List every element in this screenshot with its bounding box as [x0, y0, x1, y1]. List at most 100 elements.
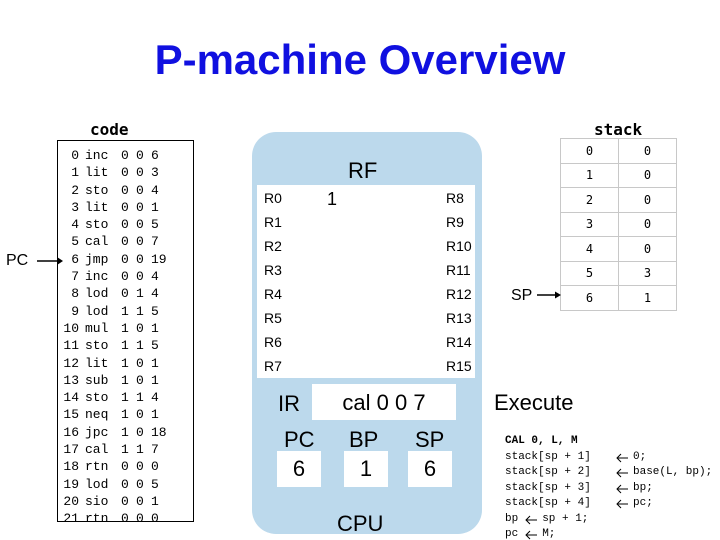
code-index: 5	[71, 234, 79, 250]
code-flag: 0	[121, 286, 129, 302]
execute-target: stack[sp + 2]	[505, 466, 591, 478]
code-index: 9	[71, 303, 79, 319]
left-arrow-icon	[616, 499, 628, 509]
code-opcode: mul	[85, 320, 109, 336]
code-modifier: 1	[151, 199, 159, 215]
code-modifier: 5	[151, 217, 159, 233]
code-modifier: 1	[151, 320, 159, 336]
code-modifier: 7	[151, 234, 159, 250]
code-flag: 1	[121, 320, 129, 336]
register-r15: R15	[446, 358, 472, 374]
code-opcode: sto	[85, 390, 109, 406]
code-flag: 0	[121, 511, 129, 527]
code-flag: 0	[121, 182, 129, 198]
code-modifier: 1	[151, 355, 159, 371]
code-flag: 0	[121, 199, 129, 215]
code-index: 20	[63, 493, 79, 509]
code-index: 19	[63, 476, 79, 492]
pc-register-label: PC	[284, 427, 315, 452]
execute-step: stack[sp + 4]pc;	[505, 496, 712, 512]
code-index: 6	[71, 251, 79, 267]
code-level: 0	[136, 407, 144, 423]
execute-target: stack[sp + 1]	[505, 450, 591, 463]
code-modifier: 5	[151, 476, 159, 492]
pc-pointer-label: PC	[6, 252, 29, 269]
code-index: 12	[63, 355, 79, 371]
code-opcode: sto	[85, 182, 109, 198]
register-file-label: RF	[348, 158, 378, 183]
code-level: 0	[136, 199, 144, 215]
code-flag: 1	[121, 424, 129, 440]
stack-value: 0	[618, 138, 677, 164]
execute-step: stack[sp + 1]0;	[505, 450, 712, 466]
code-modifier: 19	[151, 251, 167, 267]
code-opcode: sto	[85, 338, 109, 354]
r0-value: 1	[327, 189, 338, 209]
code-level: 0	[136, 511, 144, 527]
code-index: 1	[71, 165, 79, 181]
sp-register-value: 6	[408, 451, 452, 487]
stack-address: 4	[560, 236, 619, 262]
code-index: 14	[63, 390, 79, 406]
execute-label: Execute	[494, 390, 574, 415]
code-level: 1	[136, 286, 144, 302]
register-r4: R4	[264, 286, 282, 302]
code-level: 0	[136, 251, 144, 267]
sp-pointer-label: SP	[511, 287, 533, 304]
code-opcode: cal	[85, 234, 109, 250]
register-r13: R13	[446, 310, 472, 326]
code-opcode: lod	[85, 303, 109, 319]
code-modifier: 18	[151, 424, 167, 440]
execute-steps: CAL 0, L, M stack[sp + 1]0;stack[sp + 2]…	[505, 434, 712, 540]
code-flag: 0	[121, 165, 129, 181]
pc-register-value: 6	[277, 451, 321, 487]
code-opcode: inc	[85, 148, 109, 163]
code-level: 0	[136, 493, 144, 509]
code-index: 17	[63, 442, 79, 458]
code-flag: 0	[121, 217, 129, 233]
code-level: 0	[136, 234, 144, 250]
pc-arrow-icon	[37, 257, 63, 265]
code-label: code	[90, 120, 129, 139]
code-level: 0	[136, 269, 144, 285]
sp-register-label: SP	[415, 427, 445, 452]
code-flag: 0	[121, 269, 129, 285]
code-opcode: rtn	[85, 459, 109, 475]
register-r5: R5	[264, 310, 282, 326]
stack-address: 0	[560, 138, 619, 164]
execute-source: base(L, bp);	[633, 466, 713, 478]
code-modifier: 4	[151, 286, 159, 302]
code-index: 13	[63, 372, 79, 388]
execute-target: pc	[505, 528, 519, 540]
execute-step: stack[sp + 3]bp;	[505, 481, 712, 497]
ir-label: IR	[278, 391, 300, 416]
execute-source: sp + 1;	[542, 512, 589, 525]
code-index: 15	[63, 407, 79, 423]
code-flag: 0	[121, 459, 129, 475]
code-index: 18	[63, 459, 79, 475]
code-index: 3	[71, 199, 79, 215]
code-level: 0	[136, 372, 144, 388]
execute-source: pc;	[633, 497, 653, 509]
register-r6: R6	[264, 334, 282, 350]
code-index: 4	[71, 217, 79, 233]
code-modifier: 4	[151, 182, 159, 198]
